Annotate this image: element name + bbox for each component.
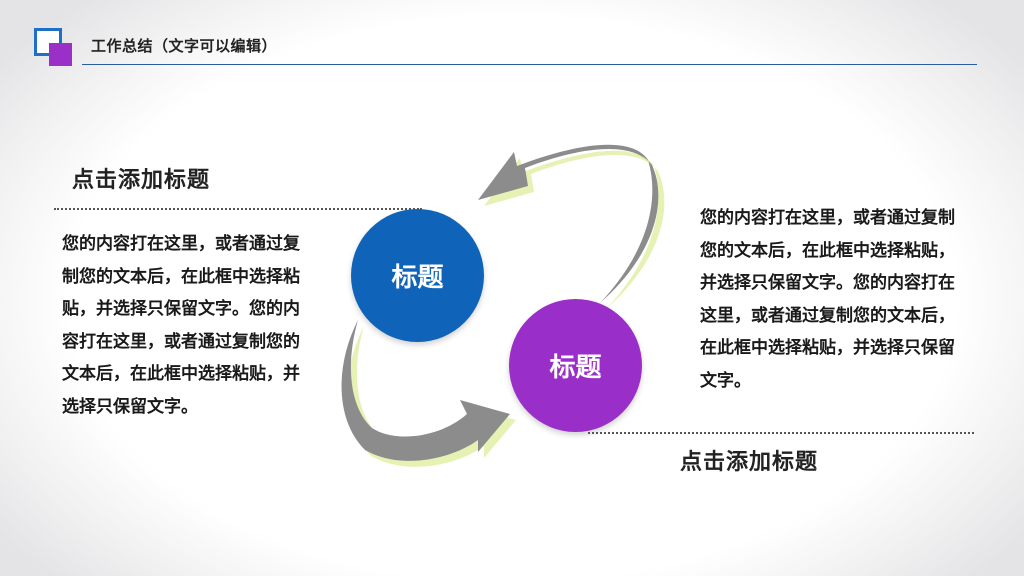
right-heading: 点击添加标题 — [680, 450, 819, 475]
bottom-arrow-shape — [341, 320, 510, 461]
purple-circle-label: 标题 — [549, 353, 602, 383]
logo-filled-square — [49, 43, 72, 66]
left-body-text: 您的内容打在这里，或者通过复制您的文本后，在此框中选择粘贴，并选择只保留文字。您… — [62, 234, 300, 417]
left-dotted-divider — [54, 208, 422, 210]
blue-title-circle: 标题 — [351, 209, 484, 342]
top-arrow — [478, 144, 665, 309]
page-title: 工作总结（文字可以编辑） — [91, 37, 278, 55]
header-divider — [82, 64, 977, 65]
right-body-text: 您的内容打在这里，或者通过复制您的文本后，在此框中选择粘贴，并选择只保留文字。您… — [700, 208, 955, 391]
logo — [34, 28, 76, 70]
right-dotted-divider — [588, 432, 974, 434]
blue-circle-label: 标题 — [391, 263, 444, 293]
purple-title-circle: 标题 — [509, 299, 642, 432]
bottom-arrow — [341, 320, 516, 467]
left-heading: 点击添加标题 — [72, 168, 211, 193]
top-arrow-shape — [478, 144, 659, 303]
logo-outline-square — [34, 28, 62, 56]
